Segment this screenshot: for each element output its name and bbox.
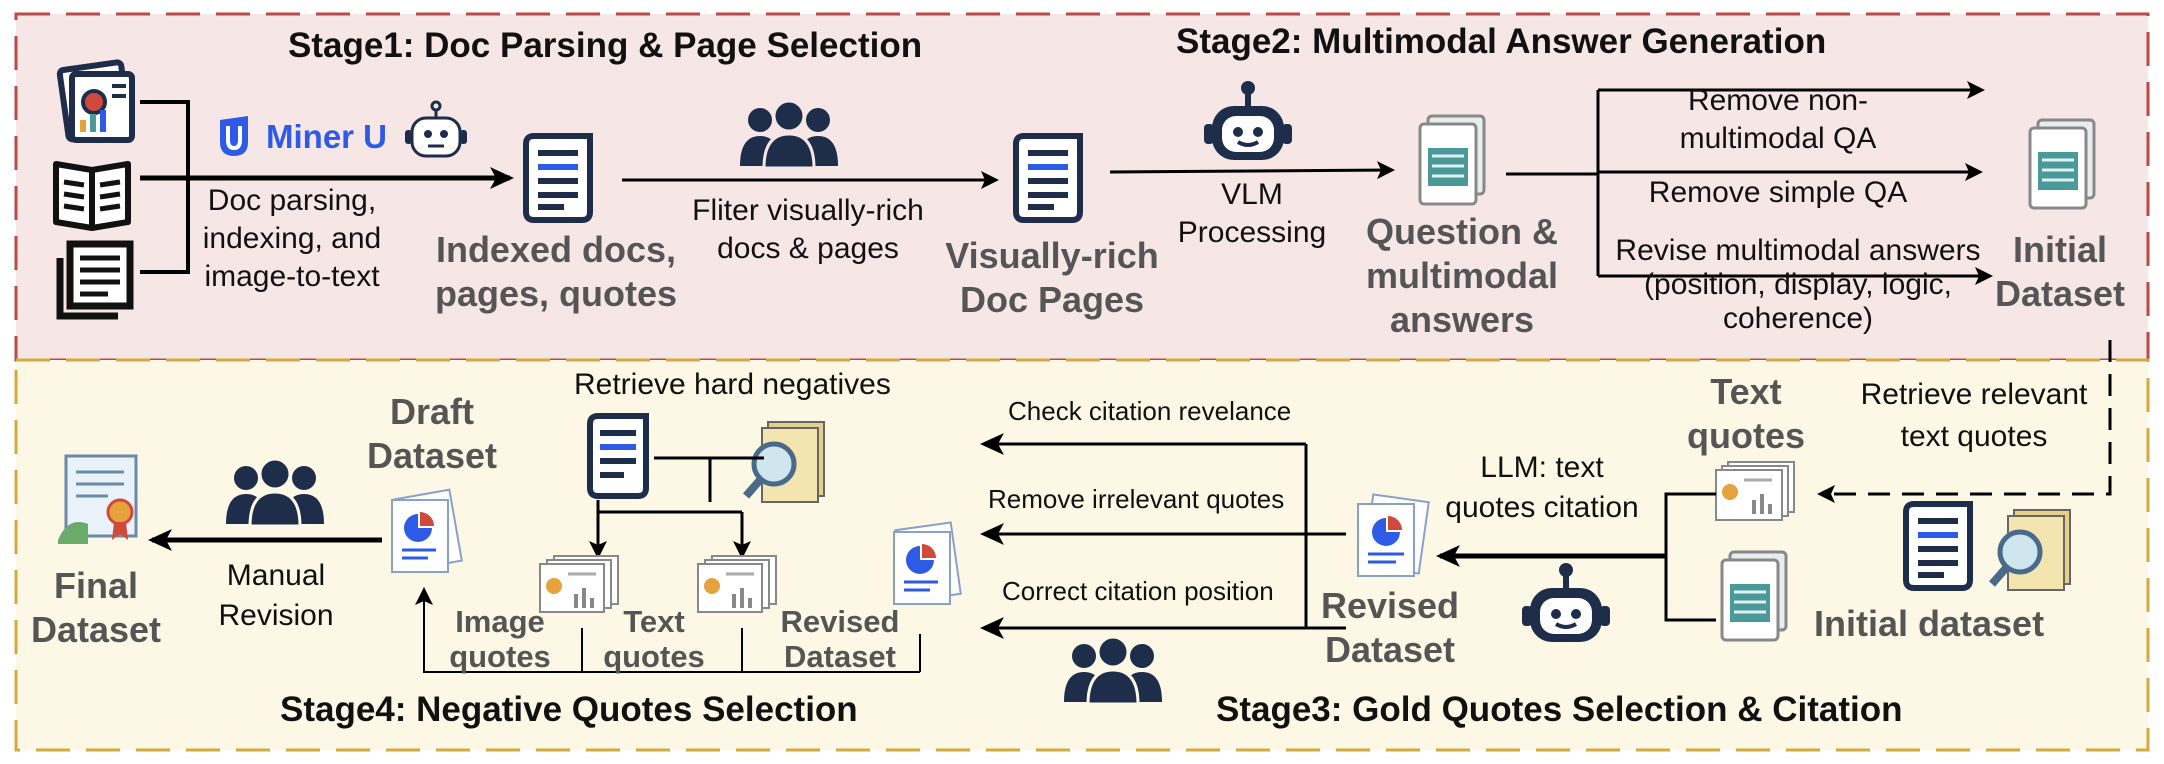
stage4-title: Stage4: Negative Quotes Selection	[280, 690, 858, 729]
draft-dataset-icon	[391, 488, 463, 573]
revise-label: Revise multimodal answers(position, disp…	[1615, 234, 1981, 335]
stage3-title: Stage3: Gold Quotes Selection & Citation	[1216, 690, 1903, 729]
correct-citation-label: Correct citation position	[1002, 576, 1274, 606]
check-citation-label: Check citation revelance	[1008, 396, 1292, 426]
initial-dataset-bottom-label: Initial dataset	[1814, 603, 2045, 644]
robot-icon	[1522, 563, 1610, 642]
book-icon	[53, 161, 131, 231]
indexed-docs-label: Indexed docs,pages, quotes	[434, 229, 678, 314]
revised-dataset-icon	[1357, 493, 1430, 577]
robot-icon	[405, 100, 467, 158]
certificate-icon	[58, 454, 138, 544]
newspaper-icon	[56, 240, 134, 320]
stage2-title: Stage2: Multimodal Answer Generation	[1176, 22, 1827, 61]
qa-doc-icon	[1720, 550, 1788, 642]
documents-icon	[56, 59, 135, 143]
chart-page-icon	[893, 521, 962, 605]
qa-doc-icon	[1418, 114, 1486, 206]
magnifier-icon	[742, 421, 825, 503]
magnifier-icon	[1988, 509, 2071, 591]
indexed-doc-icon	[587, 413, 649, 499]
remove-simple-label: Remove simple QA	[1648, 176, 1908, 209]
indexed-doc-icon	[1903, 501, 1973, 591]
indexed-doc-icon	[523, 133, 593, 223]
retrieve-hard-label: Retrieve hard negatives	[574, 368, 891, 401]
initial-dataset-icon	[2028, 118, 2096, 210]
remove-nonmm-label: Remove non-multimodal QA	[1679, 84, 1877, 155]
people-icon	[740, 99, 838, 170]
robot-icon	[1204, 81, 1292, 160]
text-quotes-icon	[697, 555, 777, 613]
remove-irrelevant-label: Remove irrelevant quotes	[988, 484, 1285, 514]
mineru-logo	[220, 116, 248, 156]
text-quotes-icon	[1715, 461, 1795, 521]
visually-rich-doc-icon	[1013, 133, 1083, 223]
people-icon	[226, 457, 324, 528]
image-quotes-icon	[539, 555, 619, 613]
people-icon	[1064, 635, 1162, 706]
stage1-title: Stage1: Doc Parsing & Page Selection	[288, 26, 923, 65]
mineru-logo-text: Miner U	[266, 118, 388, 155]
